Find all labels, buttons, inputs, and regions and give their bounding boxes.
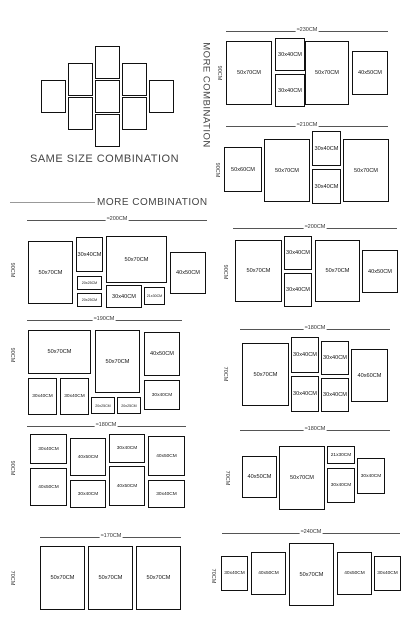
- frame-50x70: 50x70CM: [279, 446, 325, 510]
- same-size-frame: [95, 80, 120, 113]
- same-size-frame: [122, 97, 147, 130]
- frame-40x50: 40x50CM: [70, 438, 106, 476]
- height-label: 90CM: [9, 346, 15, 364]
- frame-30x40: 30x40CM: [357, 458, 385, 494]
- frame-50x70: 50x70CM: [28, 241, 73, 304]
- frame-50x70: 50x70CM: [289, 543, 334, 606]
- frame-50x70: 50x70CM: [315, 240, 360, 302]
- frame-30x40: 30x40CM: [374, 556, 401, 591]
- height-label: 70CM: [9, 569, 15, 587]
- frame-21x30: 21x30CM: [144, 287, 165, 305]
- divider: [10, 202, 95, 203]
- frame-21x30: 21x30CM: [327, 446, 355, 464]
- frame-40x50: 40x50CM: [109, 466, 145, 506]
- same-size-frame: [122, 63, 147, 96]
- frame-40x50: 40x50CM: [352, 51, 388, 95]
- frame-20x25: 20x25CM: [91, 397, 115, 414]
- frame-40x50: 40x50CM: [337, 552, 372, 595]
- same-size-frame: [95, 114, 120, 147]
- height-label: 90CM: [222, 263, 228, 281]
- width-label: ≈210CM: [295, 122, 319, 128]
- height-label: 90CM: [216, 64, 222, 82]
- frame-40x50: 40x50CM: [242, 456, 277, 498]
- frame-50x70: 50x70CM: [343, 139, 389, 202]
- frame-50x70: 50x70CM: [305, 41, 349, 105]
- frame-30x40: 30x40CM: [28, 378, 57, 415]
- width-label: ≈170CM: [99, 533, 123, 539]
- frame-50x60: 50x60CM: [224, 147, 262, 192]
- same-size-frame: [41, 80, 66, 113]
- frame-30x40: 30x40CM: [321, 341, 349, 375]
- frame-30x40: 30x40CM: [60, 378, 89, 415]
- frame-40x50: 40x50CM: [148, 436, 185, 476]
- frame-40x50: 40x50CM: [144, 332, 180, 376]
- same-size-frame: [95, 46, 120, 79]
- frame-20x25: 20x25CM: [117, 397, 141, 414]
- frame-40x50: 40x50CM: [362, 250, 398, 293]
- frame-30x40: 30x40CM: [291, 376, 319, 412]
- frame-20x25: 20x25CM: [77, 276, 102, 290]
- height-label: 70CM: [222, 365, 228, 383]
- frame-30x40: 30x40CM: [275, 38, 305, 71]
- same-size-frame: [68, 63, 93, 96]
- frame-40x50: 40x50CM: [170, 252, 206, 294]
- width-label: ≈190CM: [92, 316, 116, 322]
- same-size-heading: SAME SIZE COMBINATION: [30, 153, 180, 165]
- frame-30x40: 30x40CM: [312, 169, 341, 204]
- frame-50x70: 50x70CM: [88, 546, 133, 610]
- frame-50x70: 50x70CM: [28, 330, 91, 374]
- frame-50x70: 50x70CM: [235, 240, 282, 302]
- height-label: 90CM: [9, 459, 15, 477]
- same-size-frame: [68, 97, 93, 130]
- frame-30x40: 30x40CM: [106, 285, 142, 308]
- frame-30x40: 30x40CM: [312, 131, 341, 166]
- height-label: 90CM: [214, 161, 220, 179]
- height-label: 90CM: [9, 261, 15, 279]
- width-label: ≈230CM: [295, 27, 319, 33]
- width-label: ≈180CM: [94, 422, 118, 428]
- frame-50x70: 50x70CM: [242, 343, 289, 406]
- frame-50x70: 50x70CM: [106, 236, 167, 283]
- frame-40x50: 40x50CM: [30, 468, 67, 506]
- frame-30x40: 30x40CM: [144, 380, 180, 410]
- frame-30x40: 30x40CM: [30, 434, 67, 464]
- more-combination-heading: MORE COMBINATION: [97, 197, 208, 208]
- frame-30x40: 30x40CM: [327, 468, 355, 503]
- height-label: 70CM: [210, 567, 216, 585]
- same-size-frame: [149, 80, 174, 113]
- frame-30x40: 30x40CM: [148, 480, 185, 508]
- frame-30x40: 30x40CM: [291, 337, 319, 373]
- frame-30x40: 30x40CM: [109, 434, 145, 463]
- frame-50x70: 50x70CM: [40, 546, 85, 610]
- width-label: ≈180CM: [303, 325, 327, 331]
- frame-40x60: 40x60CM: [351, 349, 388, 402]
- more-combination-vertical-heading: MORE COMBINATION: [200, 42, 212, 148]
- width-label: ≈200CM: [303, 224, 327, 230]
- frame-50x70: 50x70CM: [136, 546, 181, 610]
- frame-40x50: 40x50CM: [251, 552, 286, 595]
- height-label: 70CM: [224, 469, 230, 487]
- frame-50x70: 50x70CM: [226, 41, 272, 105]
- frame-50x70: 50x70CM: [95, 330, 140, 393]
- frame-30x40: 30x40CM: [284, 273, 312, 307]
- frame-30x40: 30x40CM: [76, 237, 103, 272]
- frame-30x40: 30x40CM: [70, 480, 106, 508]
- width-label: ≈240CM: [299, 529, 323, 535]
- frame-30x40: 30x40CM: [284, 236, 312, 270]
- width-label: ≈180CM: [303, 426, 327, 432]
- width-label: ≈200CM: [105, 216, 129, 222]
- frame-30x40: 30x40CM: [275, 74, 305, 107]
- frame-20x25: 20x25CM: [77, 293, 102, 307]
- frame-50x70: 50x70CM: [264, 139, 310, 202]
- frame-30x40: 30x40CM: [221, 556, 248, 591]
- frame-30x40: 30x40CM: [321, 378, 349, 412]
